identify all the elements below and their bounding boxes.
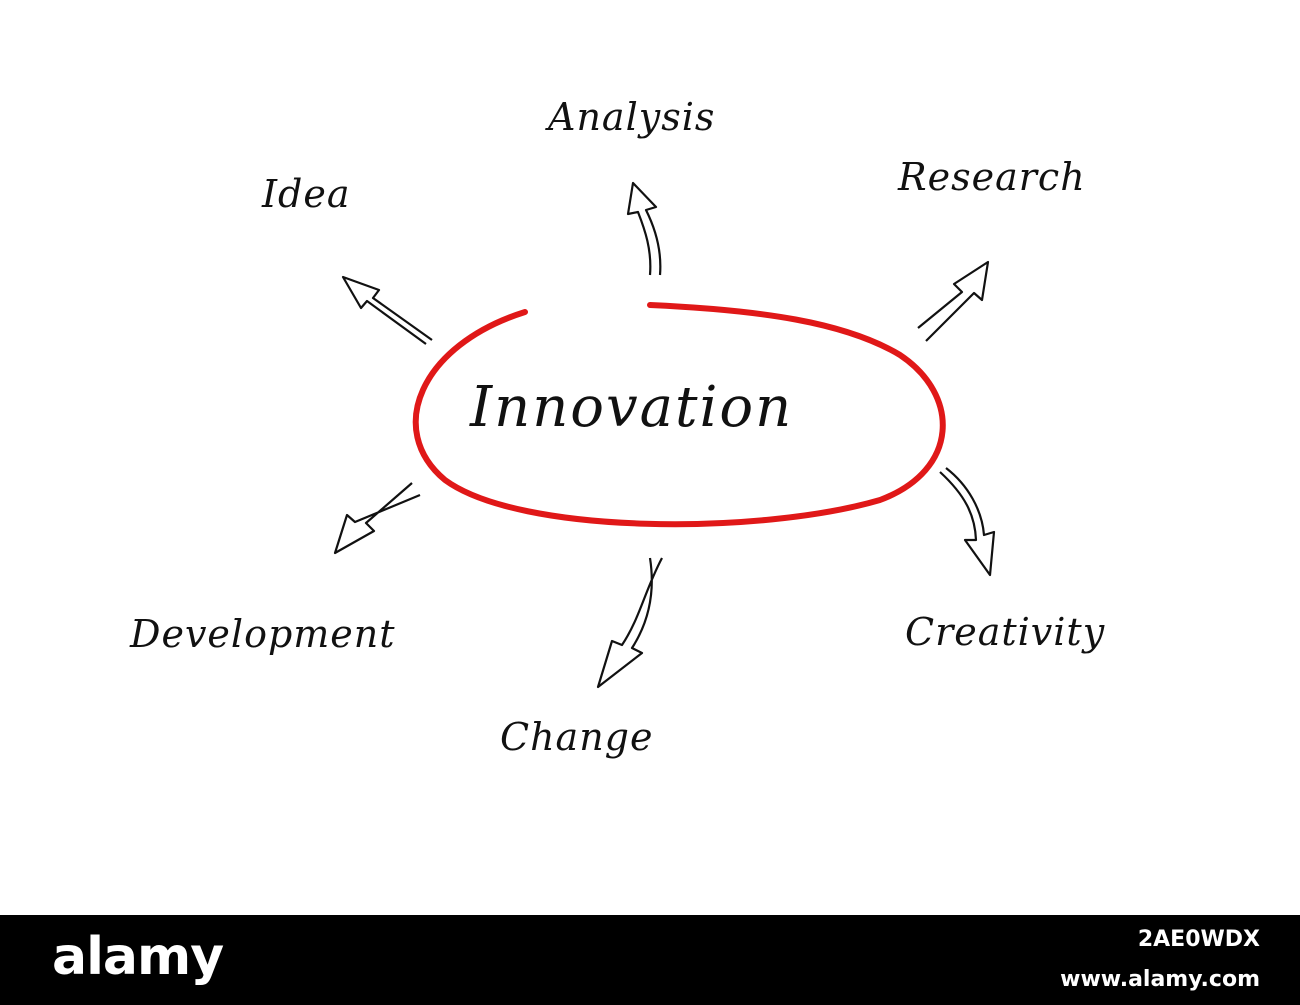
innovation-diagram: Innovation Idea Analysis Research Develo…: [130, 95, 1106, 759]
arrow-to-idea: [341, 275, 433, 345]
arrow-to-creativity: [939, 467, 996, 577]
arrow-to-analysis: [626, 181, 662, 276]
image-id: 2AE0WDX: [1137, 927, 1260, 952]
alamy-logo: alamy: [52, 927, 224, 987]
arrow-to-change: [596, 557, 663, 689]
branch-label-creativity: Creativity: [905, 610, 1106, 654]
arrow-to-research: [917, 260, 990, 342]
branch-label-change: Change: [500, 715, 654, 759]
center-ellipse: [412, 302, 946, 528]
site-url: www.alamy.com: [1060, 967, 1260, 992]
branch-label-development: Development: [130, 612, 396, 656]
diagram-graphics: [333, 181, 996, 689]
branch-label-research: Research: [898, 155, 1086, 199]
branch-label-analysis: Analysis: [548, 95, 716, 139]
watermark-footer: alamy 2AE0WDX www.alamy.com: [0, 915, 1300, 1005]
center-label: Innovation: [470, 375, 794, 440]
branch-label-idea: Idea: [262, 172, 351, 216]
arrow-to-development: [333, 482, 421, 555]
